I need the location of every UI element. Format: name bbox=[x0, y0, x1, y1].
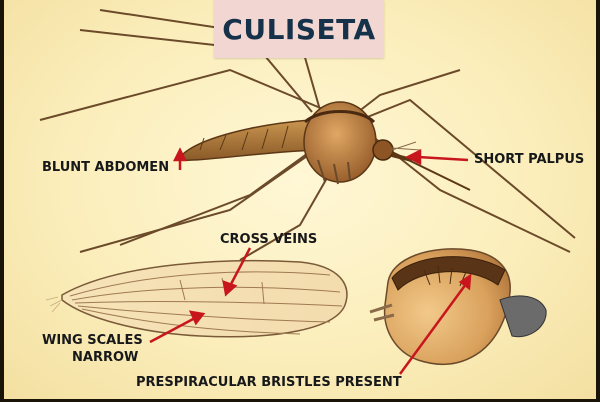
mosquito-head bbox=[372, 139, 471, 191]
title-box: CULISETA bbox=[214, 0, 384, 58]
page-title: CULISETA bbox=[222, 12, 376, 46]
mosquito-thorax bbox=[303, 101, 377, 185]
mosquito-abdomen bbox=[176, 119, 319, 162]
pointer-arrows bbox=[149, 147, 472, 375]
label-prespiracular-bristles: PRESPIRACULAR BRISTLES PRESENT bbox=[136, 375, 402, 390]
label-cross-veins: CROSS VEINS bbox=[220, 232, 318, 247]
thorax-detail-drawing bbox=[369, 248, 547, 366]
frame-left bbox=[0, 0, 4, 402]
frame-bottom bbox=[0, 399, 600, 402]
label-wing-scales: WING SCALES bbox=[42, 333, 143, 348]
label-blunt-abdomen: BLUNT ABDOMEN bbox=[42, 160, 170, 175]
frame-right bbox=[596, 0, 600, 402]
label-short-palpus: SHORT PALPUS bbox=[474, 152, 585, 167]
wing-drawing bbox=[45, 259, 348, 338]
label-narrow: NARROW bbox=[72, 350, 139, 365]
